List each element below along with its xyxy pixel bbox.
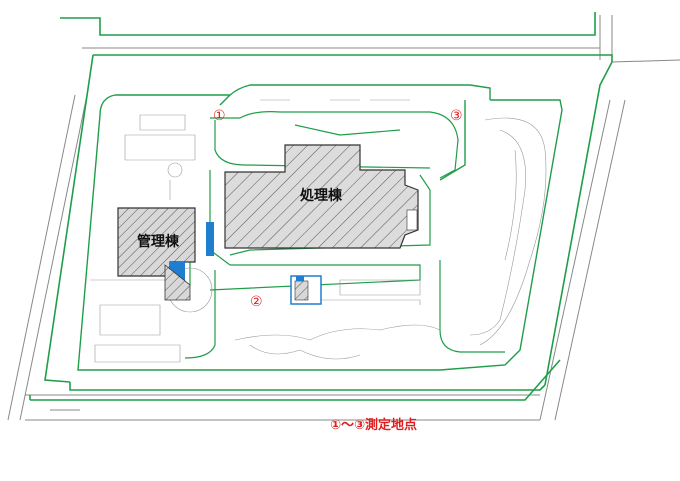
admin-building <box>117 207 214 301</box>
marker-2: ② <box>250 294 263 310</box>
marker-3: ③ <box>450 108 463 124</box>
processing-building-label: 処理棟 <box>299 187 343 204</box>
site-details <box>90 99 547 363</box>
site-inner-outline <box>77 84 563 371</box>
marker-1: ① <box>213 108 226 124</box>
site-boundary <box>29 12 613 401</box>
small-structure <box>290 275 322 305</box>
admin-building-label: 管理棟 <box>137 233 180 250</box>
legend: ①～③測定地点 <box>330 418 418 433</box>
roads <box>7 15 680 421</box>
internal-roads <box>184 111 505 359</box>
processing-building <box>224 144 419 249</box>
admin-blue-stair <box>206 222 214 256</box>
measurement-markers: ① ② ③ <box>213 108 463 310</box>
